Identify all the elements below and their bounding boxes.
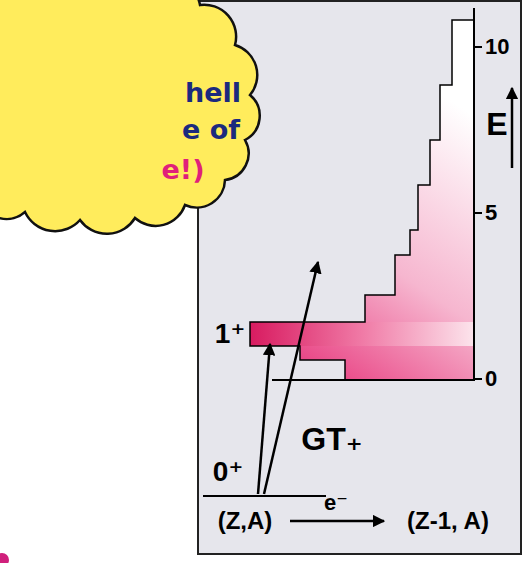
cloud-text: e of	[182, 115, 240, 145]
ground-state-level	[203, 495, 326, 497]
tick-label: 5	[485, 201, 497, 225]
cloud-text: hell	[185, 78, 241, 108]
transition-label: GT₊	[301, 422, 362, 457]
cloud-outline	[0, 0, 255, 225]
axis-label: E	[486, 107, 507, 142]
histogram-outline	[250, 20, 474, 379]
cloud-text: e!)	[162, 155, 205, 185]
particle-label: e⁻	[324, 491, 348, 515]
axis-tick	[474, 378, 482, 380]
energy-axis	[473, 8, 475, 380]
corner-fragment	[0, 553, 9, 563]
state-label: 0⁺	[213, 457, 243, 488]
transition-arrow	[264, 262, 318, 494]
state-label: 1⁺	[215, 319, 245, 350]
speech-cloud: hell e of e!)	[0, 0, 255, 225]
energy-arrow	[511, 88, 514, 168]
tick-label: 10	[485, 35, 509, 59]
baseline	[272, 379, 475, 381]
peak-state-bar	[250, 322, 474, 346]
capture-arrow	[290, 520, 384, 523]
cloud-shape	[0, 0, 260, 234]
axis-tick	[474, 46, 482, 48]
axis-tick	[474, 212, 482, 214]
tick-label: 0	[485, 367, 497, 391]
nucleus-label: (Z-1, A)	[407, 508, 489, 534]
nucleus-label: (Z,A)	[218, 508, 273, 534]
strength-histogram	[250, 20, 474, 379]
